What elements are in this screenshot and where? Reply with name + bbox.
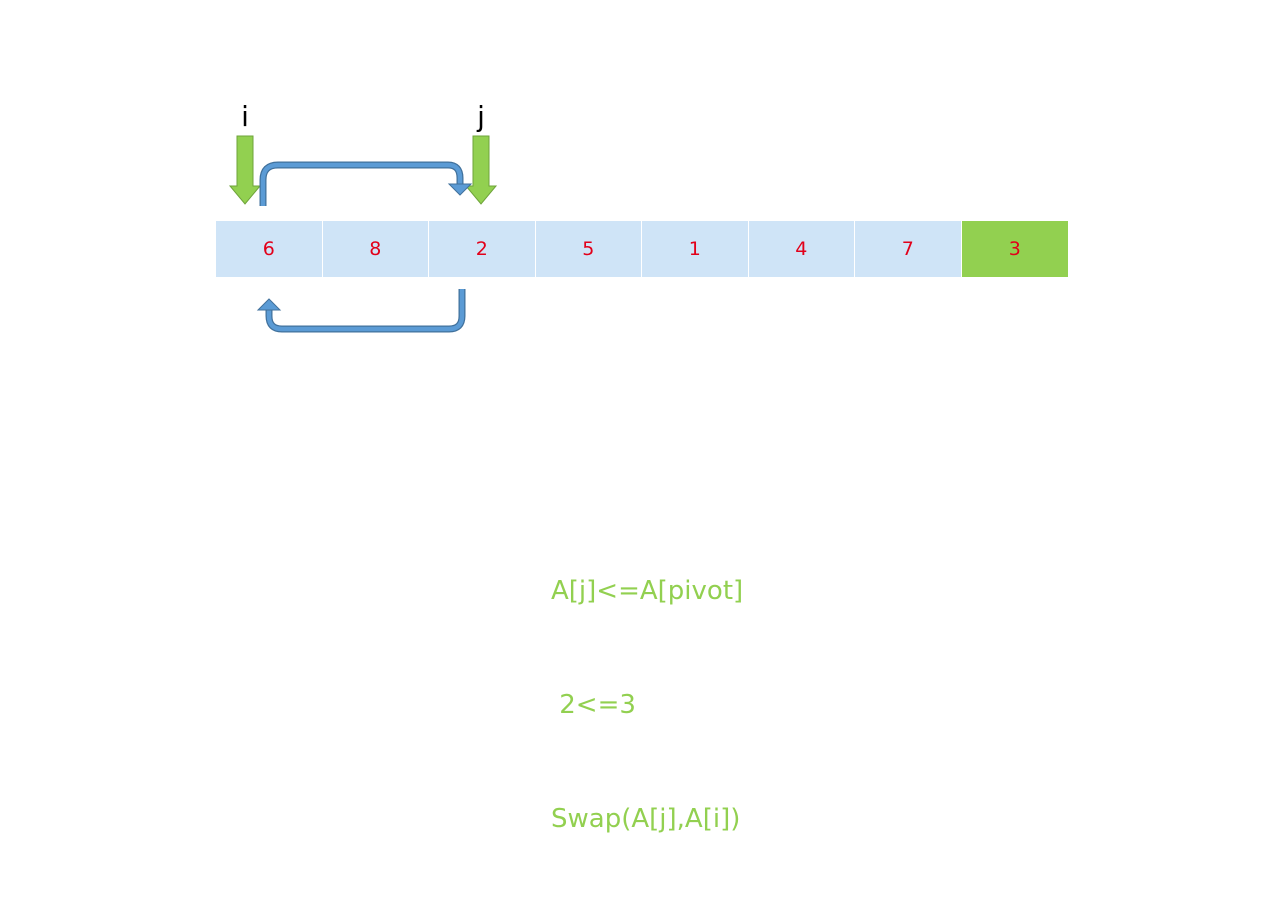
swap-arrow-top-head — [447, 183, 473, 196]
array-cell: 1 — [642, 221, 749, 277]
pivot-cell: 3 — [961, 221, 1068, 277]
code-line-condition: A[j]<=A[pivot] — [551, 576, 744, 606]
array-cell: 2 — [429, 221, 536, 277]
pointer-i-arrow — [228, 135, 262, 205]
array-cell: 4 — [748, 221, 855, 277]
code-line-swap: Swap(A[j],A[i]) — [551, 804, 741, 834]
diagram-canvas: i j 6 8 2 5 1 4 7 3 A[j]<=A[pivot] 2<=3 … — [216, 100, 1068, 834]
array-cell: 7 — [855, 221, 962, 277]
swap-arrow-bottom-head — [256, 298, 282, 311]
array-row: 6 8 2 5 1 4 7 3 — [216, 221, 1068, 277]
pointer-i-label: i — [241, 100, 249, 133]
arrows-layer — [228, 135, 498, 333]
swap-arrow-bottom — [265, 289, 466, 333]
pointer-j-arrow — [464, 135, 498, 205]
array-cell: 6 — [216, 221, 323, 277]
array-cell: 8 — [322, 221, 429, 277]
pointer-j-label: j — [477, 100, 485, 133]
code-line-values: 2<=3 — [551, 690, 636, 720]
swap-arrow-top — [259, 161, 464, 206]
array-cell: 5 — [535, 221, 642, 277]
condition-text: A[j]<=A[pivot] 2<=3 Swap(A[j],A[i]) — [551, 496, 743, 914]
